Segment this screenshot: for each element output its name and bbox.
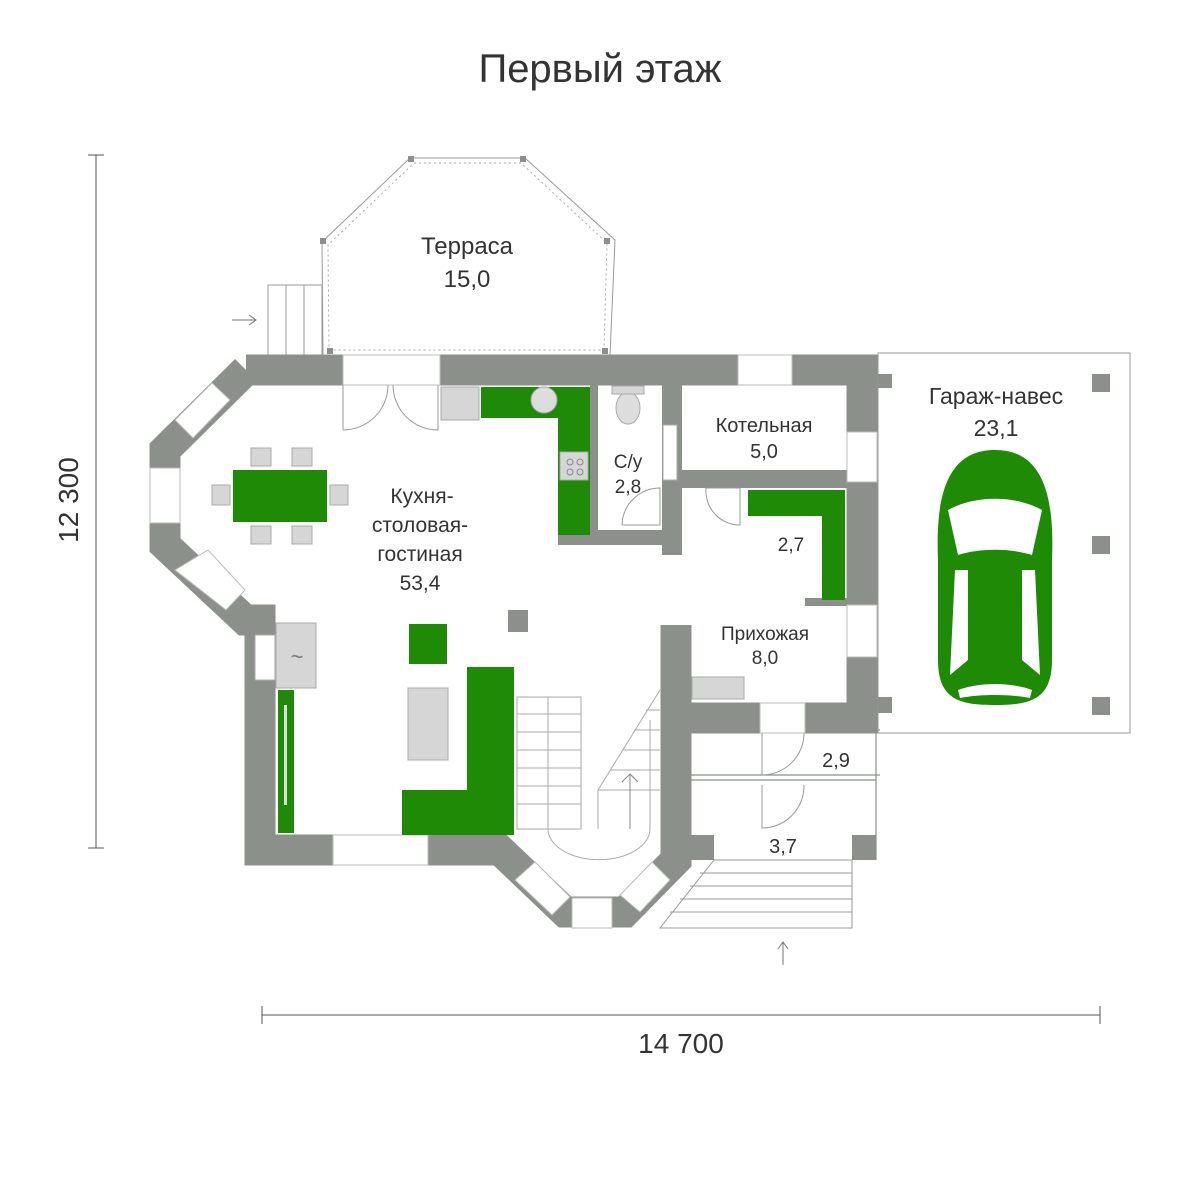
fireplace-icon: ~ — [291, 644, 304, 669]
firewood — [254, 634, 276, 681]
terrace: Терраса 15,0 — [232, 156, 616, 356]
room-area-terrace: 15,0 — [444, 266, 491, 293]
terrace-stairs — [267, 284, 323, 356]
kitchen-counter — [481, 387, 590, 535]
window — [737, 354, 793, 386]
dining-table — [233, 470, 327, 522]
entry-arrow-icon — [777, 941, 789, 965]
width-label: 14 700 — [638, 1028, 724, 1059]
sink-icon — [530, 386, 558, 414]
wardrobe — [748, 490, 845, 600]
fireplace — [275, 622, 317, 689]
window — [846, 431, 878, 483]
car-icon — [937, 450, 1053, 705]
room-area-boiler: 5,0 — [750, 441, 778, 463]
entry-arrow-icon — [232, 314, 257, 326]
room-name-garage: Гараж-навес — [929, 383, 1063, 409]
chair — [291, 447, 313, 467]
window — [846, 604, 878, 658]
bench — [691, 676, 745, 700]
height-label: 12 300 — [53, 457, 84, 543]
doors — [342, 384, 805, 829]
window — [174, 549, 246, 611]
coffee-table — [407, 687, 449, 761]
column — [508, 610, 528, 632]
staircase — [516, 689, 661, 861]
room-name-living: Кухня- — [390, 485, 453, 508]
entrance-door-opening — [759, 702, 806, 734]
room-area-closet: 2,7 — [778, 535, 804, 556]
chair — [211, 484, 231, 506]
plan-title: Первый этаж — [478, 47, 721, 91]
walls — [149, 354, 880, 929]
room-name-living: столовая- — [372, 514, 468, 537]
stove-icon — [559, 451, 589, 481]
room-name-boiler: Котельная — [716, 415, 813, 437]
chair — [250, 525, 272, 545]
room-area-living: 53,4 — [400, 572, 441, 595]
room-area-porch: 3,7 — [769, 836, 797, 858]
room-area-garage: 23,1 — [974, 415, 1019, 441]
height-dimension: 12 300 — [53, 154, 104, 849]
width-dimension: 14 700 — [261, 1006, 1101, 1059]
room-name-hall: Прихожая — [721, 624, 809, 645]
chair — [291, 525, 313, 545]
room-area-vestibule: 2,9 — [822, 750, 850, 772]
room-area-hall: 8,0 — [752, 648, 778, 669]
room-name-bath: С/у — [614, 452, 643, 473]
terrace-door — [342, 354, 441, 386]
garage: Гараж-навес 23,1 — [877, 352, 1131, 734]
window — [619, 861, 671, 913]
armchair — [409, 624, 447, 664]
window — [571, 897, 613, 929]
fridge — [440, 386, 480, 421]
bath-cabinet — [662, 424, 678, 481]
entrance-steps — [658, 859, 853, 965]
furniture: ~ — [211, 385, 845, 835]
room-area-bath: 2,8 — [615, 477, 641, 498]
room-name-terrace: Терраса — [421, 233, 514, 260]
chair — [250, 447, 272, 467]
window — [332, 834, 429, 866]
window — [174, 382, 231, 439]
corner-sofa — [402, 667, 514, 835]
window — [149, 467, 181, 524]
toilet-icon — [615, 391, 641, 425]
window — [514, 861, 571, 916]
room-name-living: гостиная — [377, 543, 462, 566]
chair — [329, 484, 349, 506]
